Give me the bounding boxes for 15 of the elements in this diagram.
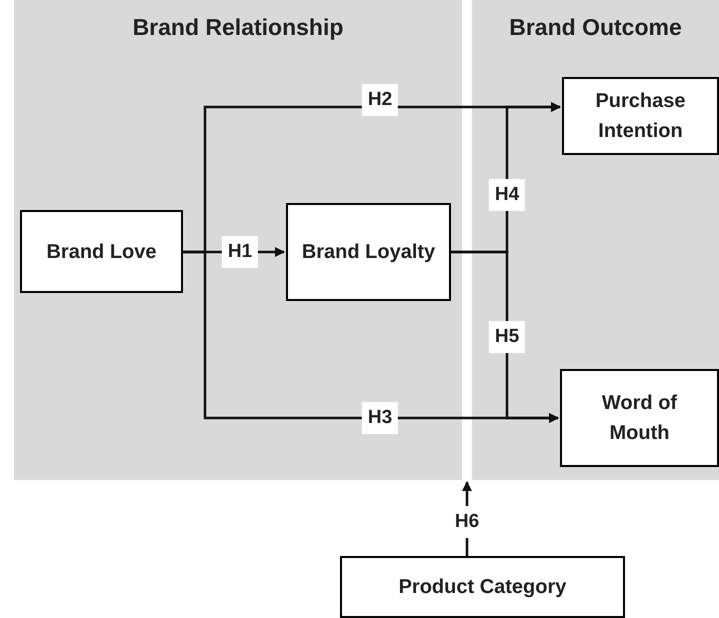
construct-box: Purchase Intention [562,77,719,155]
edge-label: H4 [488,179,526,211]
edge-label: H3 [362,402,398,434]
edge-label: H1 [222,236,258,268]
construct-box: Word of Mouth [560,369,719,467]
group-panel [14,0,462,480]
group-panel [472,0,719,480]
panel-heading: Brand Outcome [508,13,683,42]
edge-label: H2 [362,84,398,116]
construct-box: Brand Loyalty [286,203,451,301]
construct-box: Brand Love [20,210,183,293]
construct-box: Product Category [340,556,625,618]
edge-label: H5 [488,321,526,353]
panel-heading: Brand Relationship [132,13,344,42]
arrow [451,250,559,423]
